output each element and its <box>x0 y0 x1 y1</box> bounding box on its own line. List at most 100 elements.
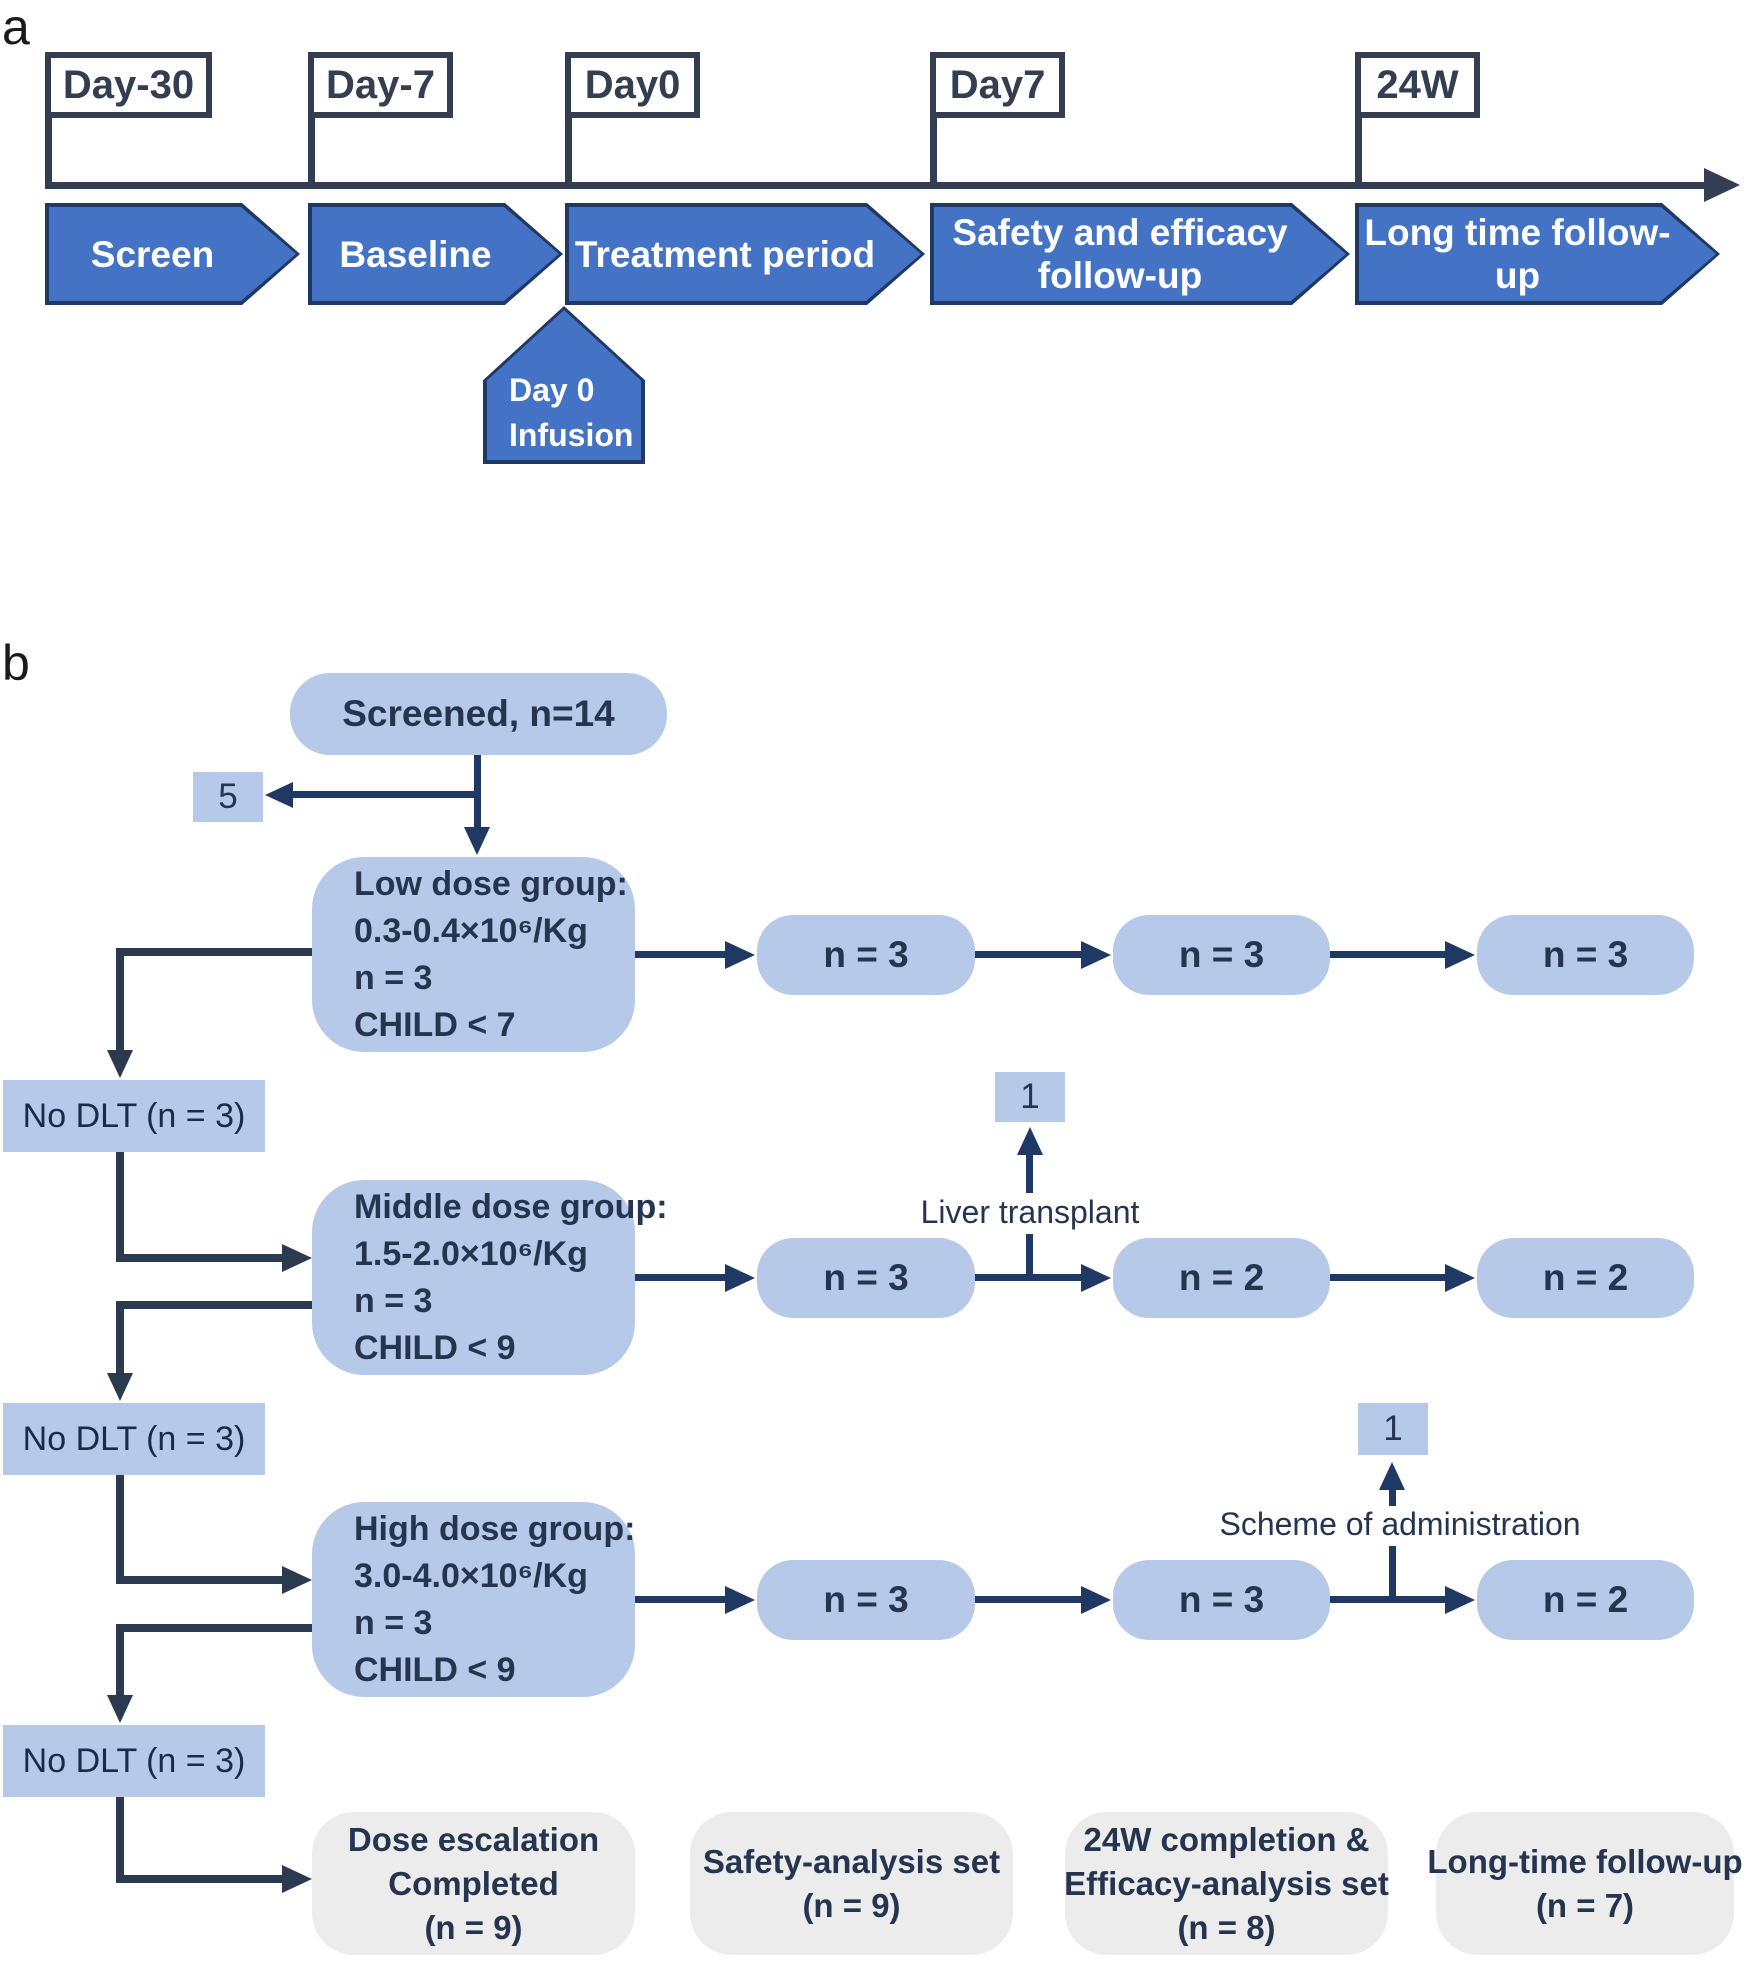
infusion-callout-text: Day 0 Infusion <box>509 368 633 458</box>
scheme-dropout-label: Scheme of administration <box>1219 1506 1581 1542</box>
connector <box>1389 1490 1396 1506</box>
scheme-dropout-count-box: 1 <box>1358 1403 1428 1455</box>
panel-b-label: b <box>2 635 30 691</box>
elbow-connector <box>116 1475 124 1584</box>
infusion-callout: Day 0 Infusion <box>483 306 645 464</box>
flag-day0-label: Day0 <box>584 62 681 107</box>
liver-dropout-count: 1 <box>1020 1077 1040 1116</box>
connector-exclusion <box>288 791 477 798</box>
excluded-count-box: 5 <box>193 772 263 822</box>
arrow-right-icon <box>725 1264 755 1292</box>
screened-node: Screened, n=14 <box>290 673 667 755</box>
middle-dose-dose: 1.5-2.0×10⁶/Kg <box>354 1234 588 1273</box>
flag-day0: Day0 <box>565 52 700 118</box>
flag-pole <box>1355 116 1362 188</box>
phase-long-followup-fill <box>1359 207 1716 301</box>
outcome-24w-efficacy-line2: Efficacy-analysis set <box>1064 1864 1389 1902</box>
outcome-long-followup-line2: (n = 7) <box>1535 1886 1635 1924</box>
phase-baseline-fill <box>312 207 559 301</box>
row1-box1-label: n = 3 <box>823 934 909 975</box>
liver-dropout-count-box: 1 <box>995 1072 1065 1122</box>
row1-box1: n = 3 <box>757 915 975 995</box>
infusion-line1: Day 0 <box>509 372 595 408</box>
connector <box>1330 1596 1447 1603</box>
no-dlt-1-label: No DLT (n = 3) <box>22 1096 246 1135</box>
low-dose-dose: 0.3-0.4×10⁶/Kg <box>354 911 588 950</box>
no-dlt-box-3: No DLT (n = 3) <box>3 1725 265 1797</box>
row1-box3-label: n = 3 <box>1542 934 1629 975</box>
phase-safety-followup: Safety and efficacy follow-up <box>930 203 1350 305</box>
flag-24w-label: 24W <box>1376 62 1459 107</box>
phase-long-followup-label: Long time follow-up <box>1364 212 1671 296</box>
connector-screened-down <box>474 755 481 829</box>
outcome-safety-set: Safety-analysis set (n = 9) <box>690 1812 1013 1955</box>
flag-day-7: Day-7 <box>308 52 453 118</box>
outcome-24w-efficacy-line3: (n = 8) <box>1177 1908 1276 1946</box>
flag-day-30-label: Day-30 <box>62 62 195 107</box>
scheme-dropout-count: 1 <box>1383 1409 1403 1448</box>
outcome-dose-escalation-line1: Dose escalation <box>347 1820 600 1858</box>
flag-pole <box>930 116 937 188</box>
no-dlt-2-label: No DLT (n = 3) <box>22 1419 246 1458</box>
middle-dose-group-node: Middle dose group: 1.5-2.0×10⁶/Kg n = 3 … <box>312 1180 668 1375</box>
flag-day-30: Day-30 <box>45 52 212 118</box>
connector <box>635 1596 727 1603</box>
outcome-safety-set-line2: (n = 9) <box>802 1886 901 1924</box>
phase-safety-followup-fill <box>934 207 1346 301</box>
outcome-dose-escalation-line2: Completed <box>388 1864 559 1902</box>
flag-pole <box>565 116 572 188</box>
arrow-down-icon <box>107 1050 133 1078</box>
arrow-right-icon <box>282 1566 312 1594</box>
high-dose-group-node: High dose group: 3.0-4.0×10⁶/Kg n = 3 CH… <box>312 1502 635 1697</box>
arrow-up-icon <box>1017 1127 1043 1155</box>
middle-dose-n: n = 3 <box>354 1281 433 1320</box>
high-dose-n: n = 3 <box>354 1603 433 1642</box>
arrow-right-icon <box>1445 941 1475 969</box>
connector <box>975 1596 1083 1603</box>
timeline-axis <box>45 182 1707 189</box>
row2-box1: n = 3 <box>757 1238 975 1318</box>
connector <box>1026 1234 1033 1278</box>
elbow-connector <box>116 1152 124 1262</box>
phase-treatment-label: Treatment period <box>574 233 876 275</box>
elbow-connector <box>116 1875 284 1883</box>
flag-day7: Day7 <box>930 52 1065 118</box>
high-dose-child: CHILD < 9 <box>354 1650 516 1689</box>
phase-treatment: Treatment period <box>565 203 925 305</box>
outcome-long-followup-line1: Long-time follow-up <box>1427 1842 1743 1880</box>
row2-box2: n = 2 <box>1113 1238 1330 1318</box>
outcome-dose-escalation-line3: (n = 9) <box>424 1908 523 1946</box>
connector <box>635 951 727 958</box>
arrow-right-icon <box>1081 1586 1111 1614</box>
row3-box2: n = 3 <box>1113 1560 1330 1640</box>
outcome-24w-efficacy-set: 24W completion & Efficacy-analysis set (… <box>1064 1812 1389 1955</box>
arrow-down-icon <box>107 1373 133 1401</box>
row3-box3: n = 2 <box>1477 1560 1694 1640</box>
outcome-24w-efficacy-line1: 24W completion & <box>1083 1820 1370 1858</box>
outcome-safety-set-line1: Safety-analysis set <box>702 1842 1001 1880</box>
row2-box1-label: n = 3 <box>823 1257 909 1298</box>
elbow-connector <box>116 948 124 1052</box>
elbow-connector <box>116 948 312 956</box>
arrow-right-icon <box>1445 1586 1475 1614</box>
phase-screen-fill <box>49 207 296 301</box>
elbow-connector <box>116 1254 284 1262</box>
screened-label: Screened, n=14 <box>342 693 615 734</box>
arrow-right-icon <box>725 941 755 969</box>
no-dlt-box-2: No DLT (n = 3) <box>3 1403 265 1475</box>
middle-dose-child: CHILD < 9 <box>354 1328 516 1367</box>
outcome-long-followup: Long-time follow-up (n = 7) <box>1427 1812 1743 1955</box>
excluded-count: 5 <box>218 777 238 816</box>
row1-box3: n = 3 <box>1477 915 1694 995</box>
phase-screen-label: Screen <box>90 233 215 275</box>
panel-a-label: a <box>2 0 30 55</box>
arrow-right-icon <box>282 1244 312 1272</box>
row2-box3-label: n = 2 <box>1542 1257 1629 1298</box>
low-dose-n: n = 3 <box>354 958 433 997</box>
liver-dropout-label: Liver transplant <box>920 1194 1140 1230</box>
flag-24w: 24W <box>1355 52 1480 118</box>
row3-box1-label: n = 3 <box>823 1579 909 1620</box>
elbow-connector <box>116 1797 124 1883</box>
timeline-arrow-icon <box>1704 168 1740 202</box>
